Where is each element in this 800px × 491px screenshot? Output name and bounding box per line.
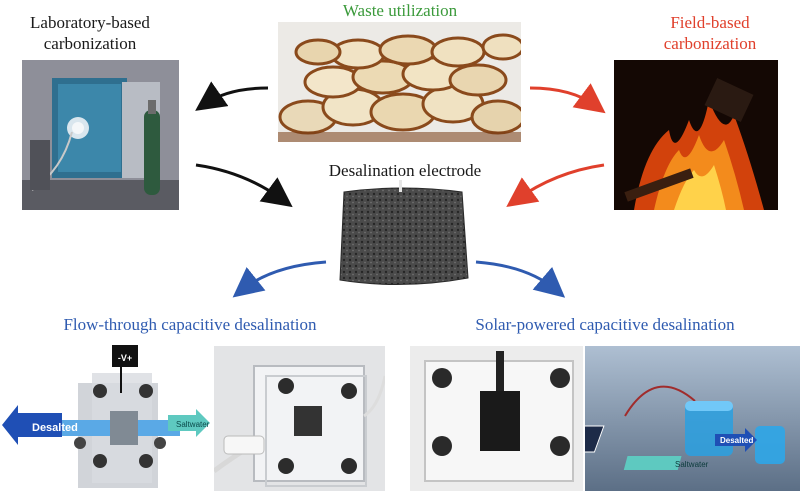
arrow-field-to-electrode: [506, 163, 605, 207]
voltage-label: -V+: [118, 353, 132, 363]
arrow-waste-to-lab: [195, 81, 269, 111]
saltwater-solar-label: Saltwater: [675, 460, 709, 469]
solar-schematic: Desalted Saltwater: [585, 346, 800, 491]
solar-device-photo: [410, 346, 583, 491]
lab-carbonization-label: Laboratory-based carbonization: [5, 12, 175, 54]
field-label-line2: carbonization: [663, 34, 757, 53]
lab-label-line2: carbonization: [43, 34, 137, 53]
arrow-electrode-to-solar: [475, 260, 566, 298]
arrow-lab-to-electrode: [195, 163, 293, 208]
carbon-electrode-photo: [330, 180, 475, 295]
flow-through-device-photo: [214, 346, 385, 491]
flow-through-label: Flow-through capacitive desalination: [63, 315, 317, 334]
bread-pile-photo: [278, 22, 521, 142]
lab-label-line1: Laboratory-based: [30, 13, 150, 32]
saltwater-schematic-label: Saltwater: [176, 420, 210, 429]
desalted-schematic-label: Desalted: [32, 422, 78, 434]
campfire-photo: [614, 60, 778, 210]
desalination-electrode-label: Desalination electrode: [328, 161, 482, 180]
flow-through-schematic: -V+ Desalted Saltwater: [0, 343, 210, 491]
arrow-electrode-to-flow: [232, 260, 327, 298]
solar-powered-label: Solar-powered capacitive desalination: [475, 315, 735, 334]
field-label-line1: Field-based: [670, 13, 750, 32]
desalted-solar-label: Desalted: [720, 436, 753, 445]
field-carbonization-label: Field-based carbonization: [620, 12, 800, 54]
lab-furnace-photo: [22, 60, 179, 210]
waste-utilization-label: Waste utilization: [342, 1, 458, 20]
arrow-waste-to-field: [529, 83, 606, 114]
